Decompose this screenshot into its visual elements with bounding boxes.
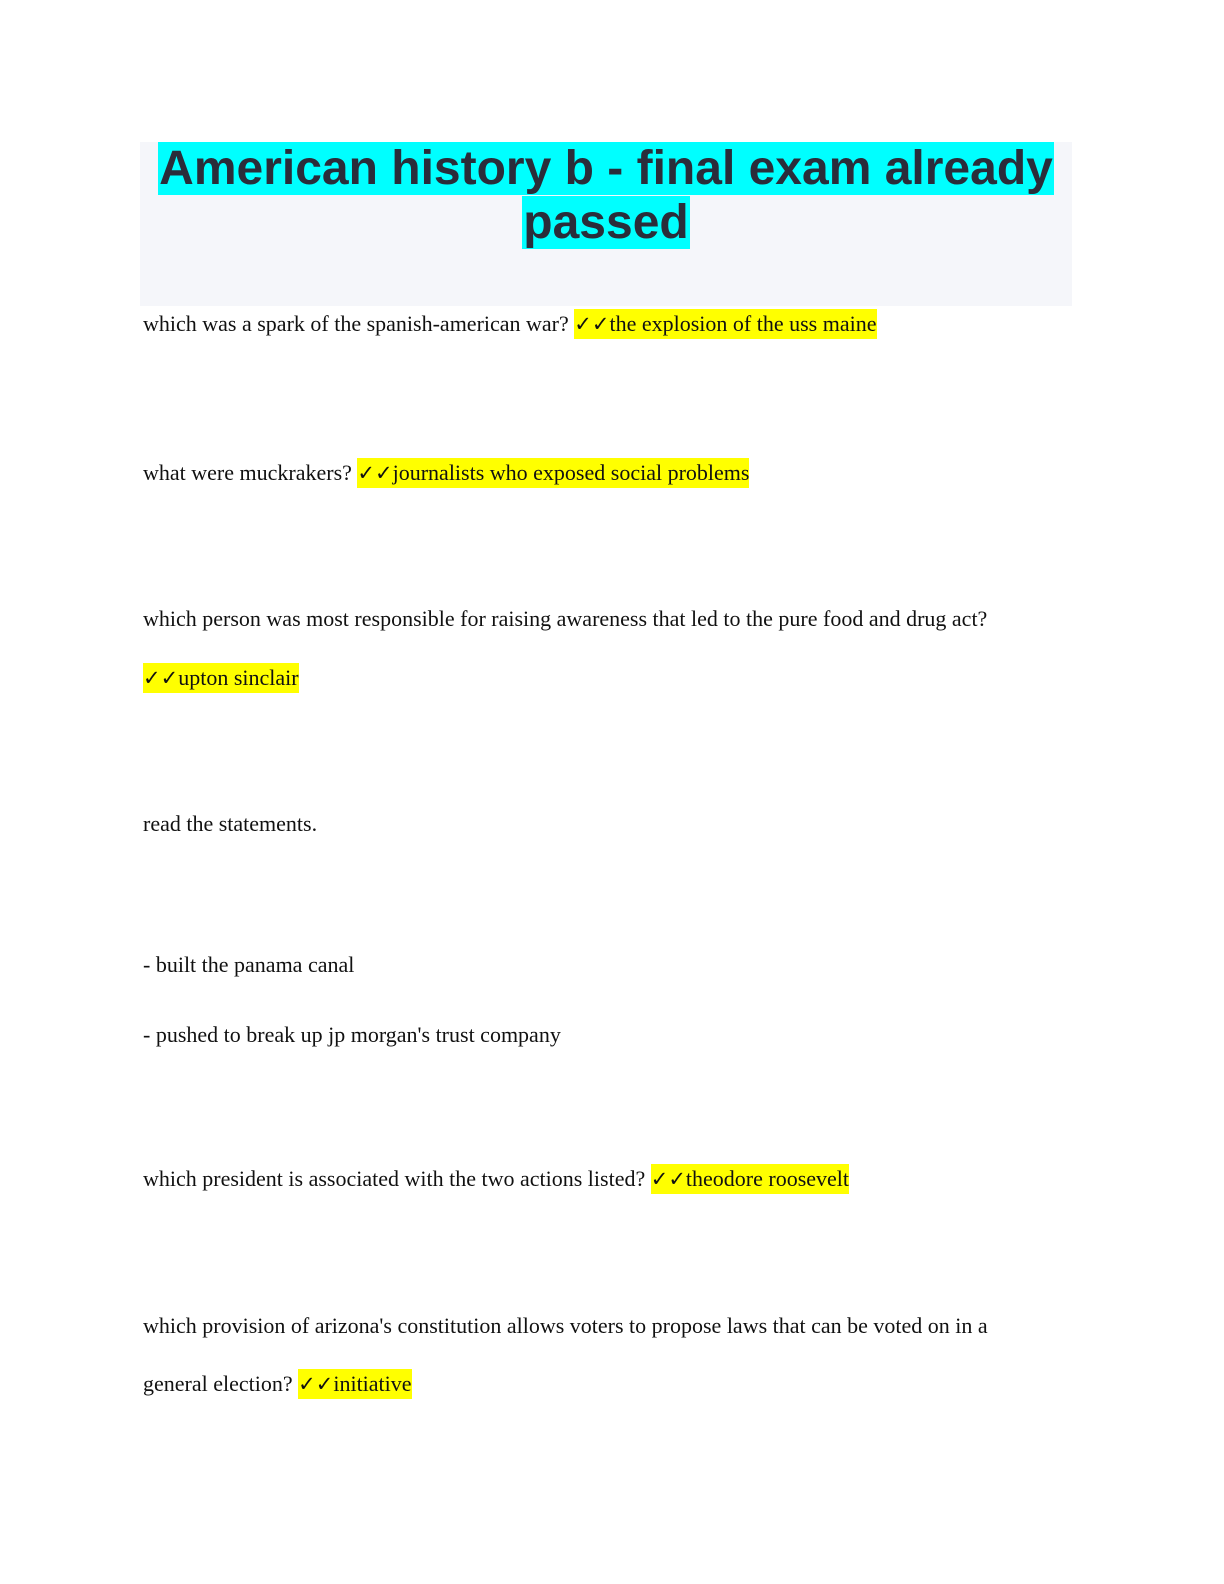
double-check-icon: ✓✓	[357, 461, 393, 485]
double-check-icon: ✓✓	[574, 312, 610, 336]
answer-highlight: ✓✓the explosion of the uss maine	[574, 309, 877, 339]
answer-highlight: ✓✓initiative	[298, 1369, 412, 1399]
question-5-line-2: general election? ✓✓initiative	[143, 1368, 412, 1400]
question-text: which was a spark of the spanish-america…	[143, 311, 575, 336]
double-check-icon: ✓✓	[298, 1372, 334, 1396]
question-text: general election?	[143, 1371, 299, 1396]
answer-text: the explosion of the uss maine	[609, 311, 877, 336]
double-check-icon: ✓✓	[143, 666, 179, 690]
question-text: which provision of arizona's constitutio…	[143, 1313, 988, 1338]
double-check-icon: ✓✓	[650, 1167, 686, 1191]
question-text: which president is associated with the t…	[143, 1166, 651, 1191]
title-line-2: passed	[522, 196, 690, 249]
question-1: which was a spark of the spanish-america…	[143, 308, 877, 340]
question-text: what were muckrakers?	[143, 460, 358, 485]
document-title: American history b - final exam already …	[140, 142, 1072, 250]
title-line-1: American history b - final exam already	[158, 142, 1054, 195]
answer-highlight: ✓✓theodore roosevelt	[650, 1164, 850, 1194]
question-text: which person was most responsible for ra…	[143, 606, 988, 631]
statement-item-2: - pushed to break up jp morgan's trust c…	[143, 1022, 561, 1047]
question-3-answer-line: ✓✓upton sinclair	[143, 662, 299, 694]
answer-text: theodore roosevelt	[685, 1166, 850, 1191]
question-4: which president is associated with the t…	[143, 1163, 850, 1195]
question-5: which provision of arizona's constitutio…	[143, 1310, 988, 1342]
answer-text: journalists who exposed social problems	[392, 460, 750, 485]
answer-text: upton sinclair	[178, 665, 299, 690]
answer-highlight: ✓✓upton sinclair	[143, 663, 299, 693]
statement-intro: read the statements.	[143, 811, 318, 836]
answer-highlight: ✓✓journalists who exposed social problem…	[357, 458, 750, 488]
question-3: which person was most responsible for ra…	[143, 603, 987, 635]
question-2: what were muckrakers? ✓✓journalists who …	[143, 457, 750, 489]
statement-item-1: - built the panama canal	[143, 952, 355, 977]
answer-text: initiative	[333, 1371, 412, 1396]
